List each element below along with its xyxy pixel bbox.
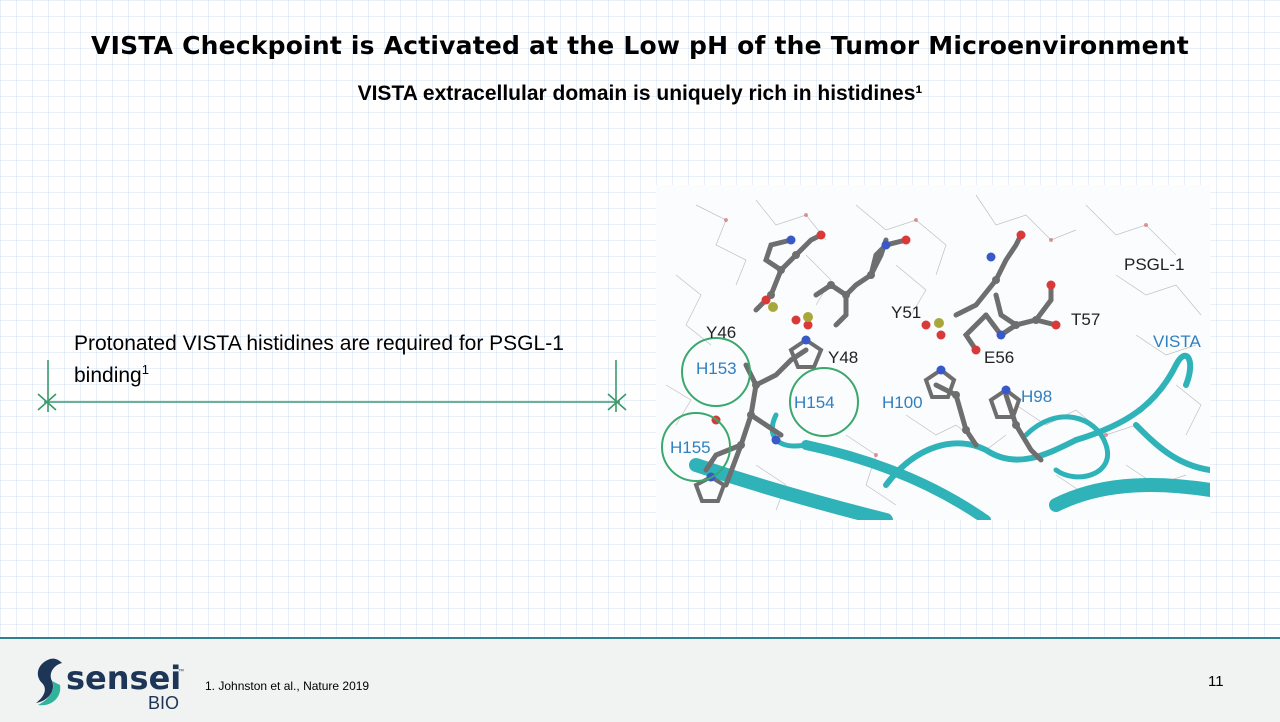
logo-sub: BIO xyxy=(148,693,179,713)
label-y51: Y51 xyxy=(891,303,921,322)
label-psgl1: PSGL-1 xyxy=(1124,255,1184,274)
label-t57: T57 xyxy=(1071,310,1100,329)
footer: sensei ™ BIO 1. Johnston et al., Nature … xyxy=(0,637,1280,722)
bullet-superscript: 1 xyxy=(141,362,149,377)
label-h154: H154 xyxy=(794,393,835,412)
label-y46: Y46 xyxy=(706,323,736,342)
bracket-divider xyxy=(37,360,627,412)
page-number: 11 xyxy=(1208,673,1224,690)
label-h153: H153 xyxy=(696,359,737,378)
label-h100: H100 xyxy=(882,393,923,412)
logo-tm: ™ xyxy=(178,668,184,675)
logo-word: sensei xyxy=(66,659,181,697)
label-y48: Y48 xyxy=(828,348,858,367)
label-h98: H98 xyxy=(1021,387,1052,406)
sensei-logo: sensei ™ BIO xyxy=(36,658,184,713)
molecular-structure-figure: Y46 Y48 Y51 E56 T57 PSGL-1 VISTA H153 H1… xyxy=(656,185,1217,527)
bullet-body: Protonated VISTA histidines are required… xyxy=(74,332,564,387)
label-vista: VISTA xyxy=(1153,332,1202,351)
slide-subtitle: VISTA extracellular domain is uniquely r… xyxy=(357,82,923,105)
label-h155: H155 xyxy=(670,438,711,457)
label-e56: E56 xyxy=(984,348,1014,367)
footnote: 1. Johnston et al., Nature 2019 xyxy=(205,679,370,693)
molecular-structure-svg: Y46 Y48 Y51 E56 T57 PSGL-1 VISTA H153 H1… xyxy=(661,194,1217,527)
bullet-text: Protonated VISTA histidines are required… xyxy=(74,331,594,389)
slide-title: VISTA Checkpoint is Activated at the Low… xyxy=(91,31,1189,60)
